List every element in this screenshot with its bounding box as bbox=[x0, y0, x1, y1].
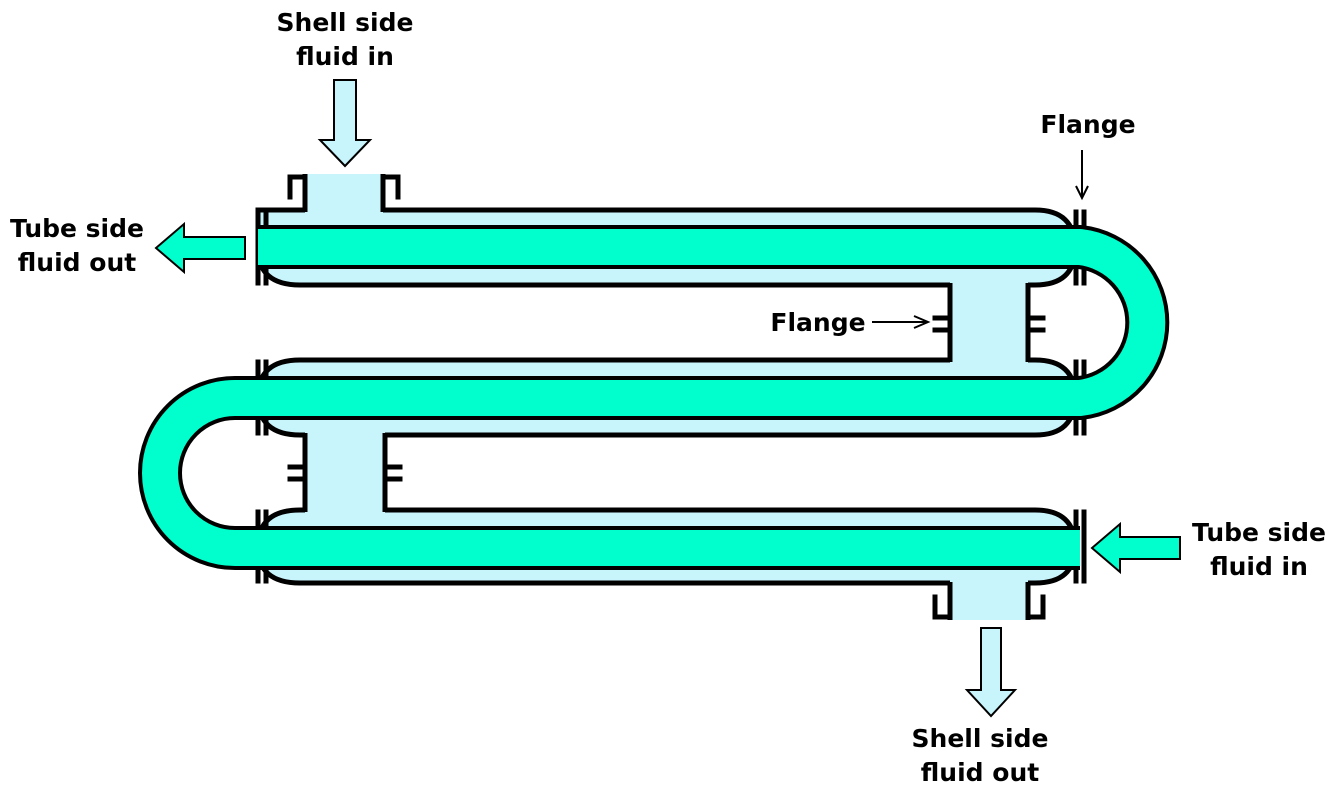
shell-out-label: Shell side fluid out bbox=[900, 722, 1060, 790]
shell-inlet-nozzle bbox=[305, 174, 383, 214]
shell-in-arrow bbox=[317, 79, 373, 168]
tube-out-arrow bbox=[154, 221, 246, 275]
flange-mid-label: Flange bbox=[766, 306, 870, 340]
shell-in-label: Shell side fluid in bbox=[268, 6, 422, 74]
shell-out-label-line2: fluid out bbox=[920, 758, 1040, 787]
shell-connectors bbox=[302, 174, 1031, 620]
flange-top-pointer bbox=[1075, 150, 1089, 201]
tube-out-label-line1: Tube side bbox=[10, 214, 144, 243]
flange-shell-inlet bbox=[287, 174, 401, 200]
flange-shell-outlet bbox=[932, 594, 1046, 620]
shell-outlet-nozzle bbox=[950, 580, 1028, 620]
shell-connector-right bbox=[950, 282, 1028, 364]
flange-mid-label-text: Flange bbox=[770, 308, 866, 337]
shell-in-label-line1: Shell side bbox=[276, 8, 414, 37]
tube-in-arrow bbox=[1090, 521, 1181, 575]
shell-out-label-line1: Shell side bbox=[911, 724, 1049, 753]
tube-fluid bbox=[142, 229, 1166, 566]
tube-in-label: Tube side fluid in bbox=[1184, 516, 1334, 584]
shell-out-arrow bbox=[964, 627, 1018, 718]
shell-connector-right-walls bbox=[947, 283, 1031, 362]
tube-in-label-line2: fluid in bbox=[1210, 552, 1308, 581]
tube-out-label-line2: fluid out bbox=[17, 248, 137, 277]
shell-in-label-line2: fluid in bbox=[296, 42, 394, 71]
flange-top-label-text: Flange bbox=[1040, 110, 1136, 139]
flange-top-label: Flange bbox=[1036, 108, 1140, 142]
tube-path bbox=[138, 225, 1170, 570]
flange-connector-left bbox=[287, 464, 403, 482]
tube-in-label-line1: Tube side bbox=[1192, 518, 1326, 547]
pointer-arrows bbox=[872, 150, 1089, 329]
flow-arrows bbox=[154, 79, 1181, 718]
shell-outlet-nozzle-walls bbox=[947, 582, 1031, 620]
flange-mid-pointer bbox=[872, 315, 931, 329]
shell-inlet-nozzle-walls bbox=[302, 174, 386, 212]
flange-connector-right bbox=[932, 315, 1046, 333]
shell-connector-left bbox=[305, 432, 385, 514]
tube-out-label: Tube side fluid out bbox=[4, 212, 150, 280]
shell-connector-left-walls bbox=[302, 433, 388, 512]
